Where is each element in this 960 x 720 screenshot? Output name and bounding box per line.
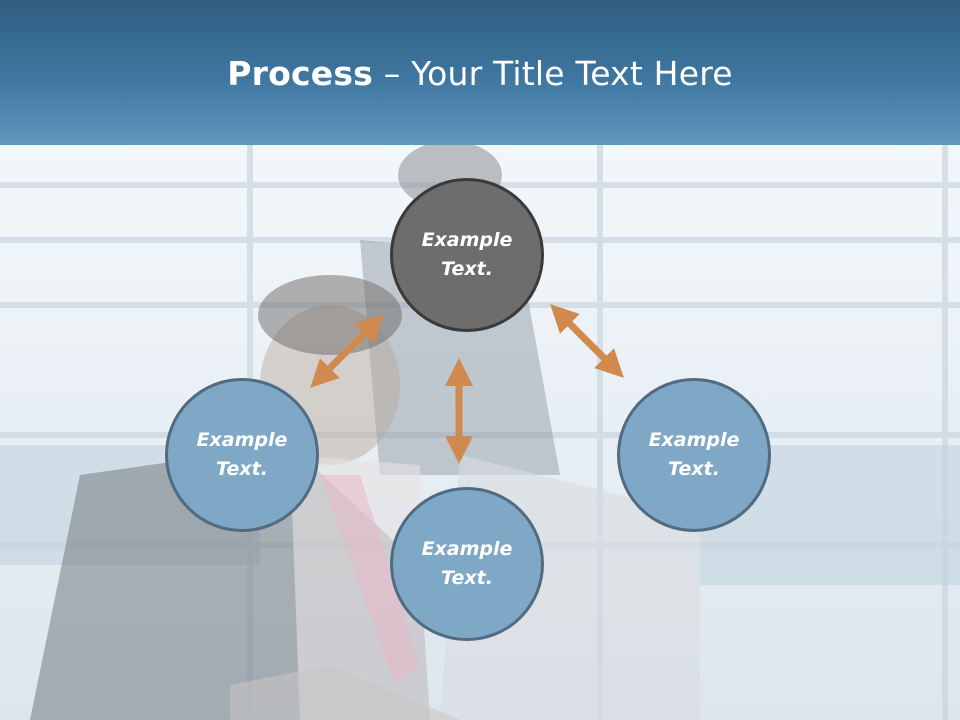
node-right-line2: Text. [668, 458, 720, 480]
arrow-top-right [550, 304, 624, 378]
node-bottom-line1: Example [421, 538, 513, 560]
title-rest: – Your Title Text Here [373, 54, 733, 93]
header-band: Process – Your Title Text Here [0, 0, 960, 145]
node-top-line2: Text. [441, 258, 493, 280]
node-top-line1: Example [421, 229, 513, 251]
title-bold: Process [227, 54, 374, 93]
arrow-top-left [310, 314, 384, 388]
node-left-line2: Text. [216, 458, 268, 480]
node-bottom-line2: Text. [441, 567, 493, 589]
slide-title: Process – Your Title Text Here [0, 52, 960, 96]
node-right-line1: Example [648, 429, 740, 451]
node-left-line1: Example [196, 429, 288, 451]
